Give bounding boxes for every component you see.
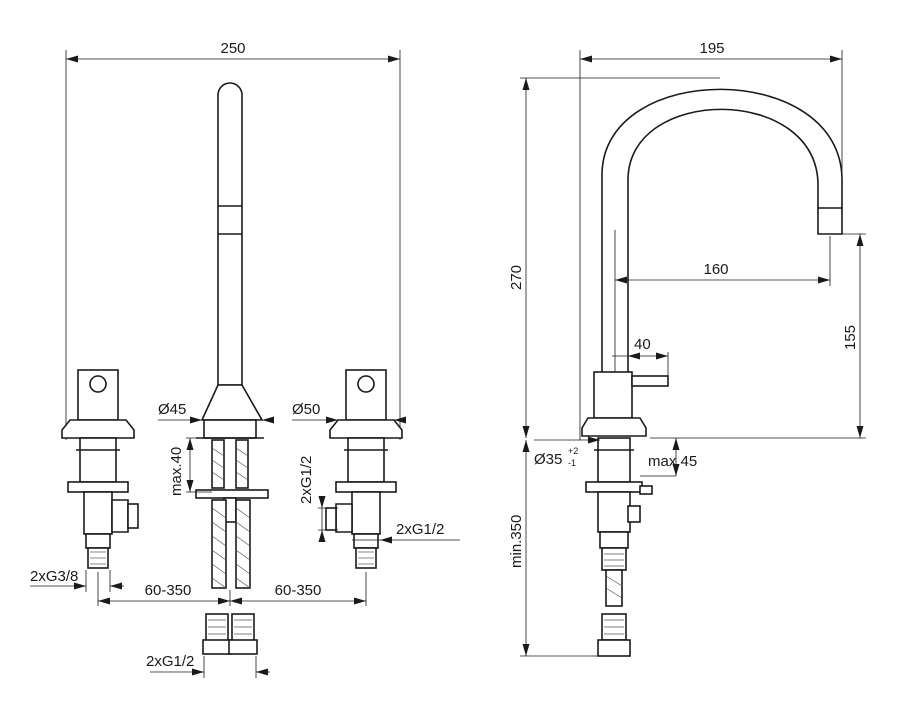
- label-spout-height: 155: [842, 325, 859, 350]
- dim-diameter-spout: Ø45: [158, 401, 274, 424]
- label-spacing-left: 60-350: [145, 582, 192, 599]
- label-hole-tol-plus: +2: [568, 446, 578, 456]
- label-connection-angle: 2xG1/2: [396, 521, 444, 538]
- label-hole-tol-minus: -1: [568, 458, 576, 468]
- dim-connection-valve: 2xG3/8: [30, 568, 124, 592]
- spout-front: [195, 82, 269, 655]
- label-min-length: min.350: [508, 515, 525, 568]
- dim-hole-diameter: Ø35 +2 -1: [534, 436, 600, 468]
- dim-overall-width-front: 250: [65, 40, 401, 440]
- spout-side: [581, 88, 843, 657]
- left-valve: [61, 369, 139, 569]
- dim-reach: 160: [614, 230, 831, 372]
- label-connection-hoses: 2xG1/2: [146, 653, 194, 670]
- dim-diameter-handle: Ø50: [292, 401, 406, 424]
- label-diameter-spout: Ø45: [158, 401, 186, 418]
- right-valve: [325, 369, 403, 569]
- dim-max-thickness: max.40: [168, 437, 212, 496]
- dim-spacing: 60-350 60-350: [97, 572, 367, 606]
- label-reach: 160: [703, 261, 728, 278]
- label-max-deck: max.45: [648, 453, 697, 470]
- label-handle-length: 40: [634, 336, 651, 353]
- dim-connection-hoses: 2xG1/2: [146, 653, 270, 678]
- label-spacing-right: 60-350: [275, 582, 322, 599]
- dim-max-deck: max.45: [640, 438, 697, 477]
- label-overall-width-side: 195: [699, 40, 724, 57]
- label-connection-body: 2xG1/2: [298, 456, 315, 504]
- dim-overall-height: 270: [508, 77, 720, 438]
- label-hole-diameter: Ø35: [534, 451, 562, 468]
- dim-handle-length: 40: [612, 336, 669, 376]
- label-overall-width: 250: [220, 40, 245, 57]
- dim-spout-height: 155: [650, 233, 866, 439]
- side-view: 195 270: [508, 40, 866, 657]
- dim-connection-angle: 2xG1/2: [352, 521, 460, 544]
- label-overall-height: 270: [508, 265, 525, 290]
- dim-min-length: min.350: [508, 440, 600, 657]
- dim-overall-width-side: 195: [579, 40, 843, 440]
- label-diameter-handle: Ø50: [292, 401, 320, 418]
- label-connection-valve: 2xG3/8: [30, 568, 78, 585]
- dim-connection-body: 2xG1/2: [298, 456, 338, 542]
- label-max-thickness: max.40: [168, 447, 185, 496]
- front-view: 250: [30, 40, 460, 678]
